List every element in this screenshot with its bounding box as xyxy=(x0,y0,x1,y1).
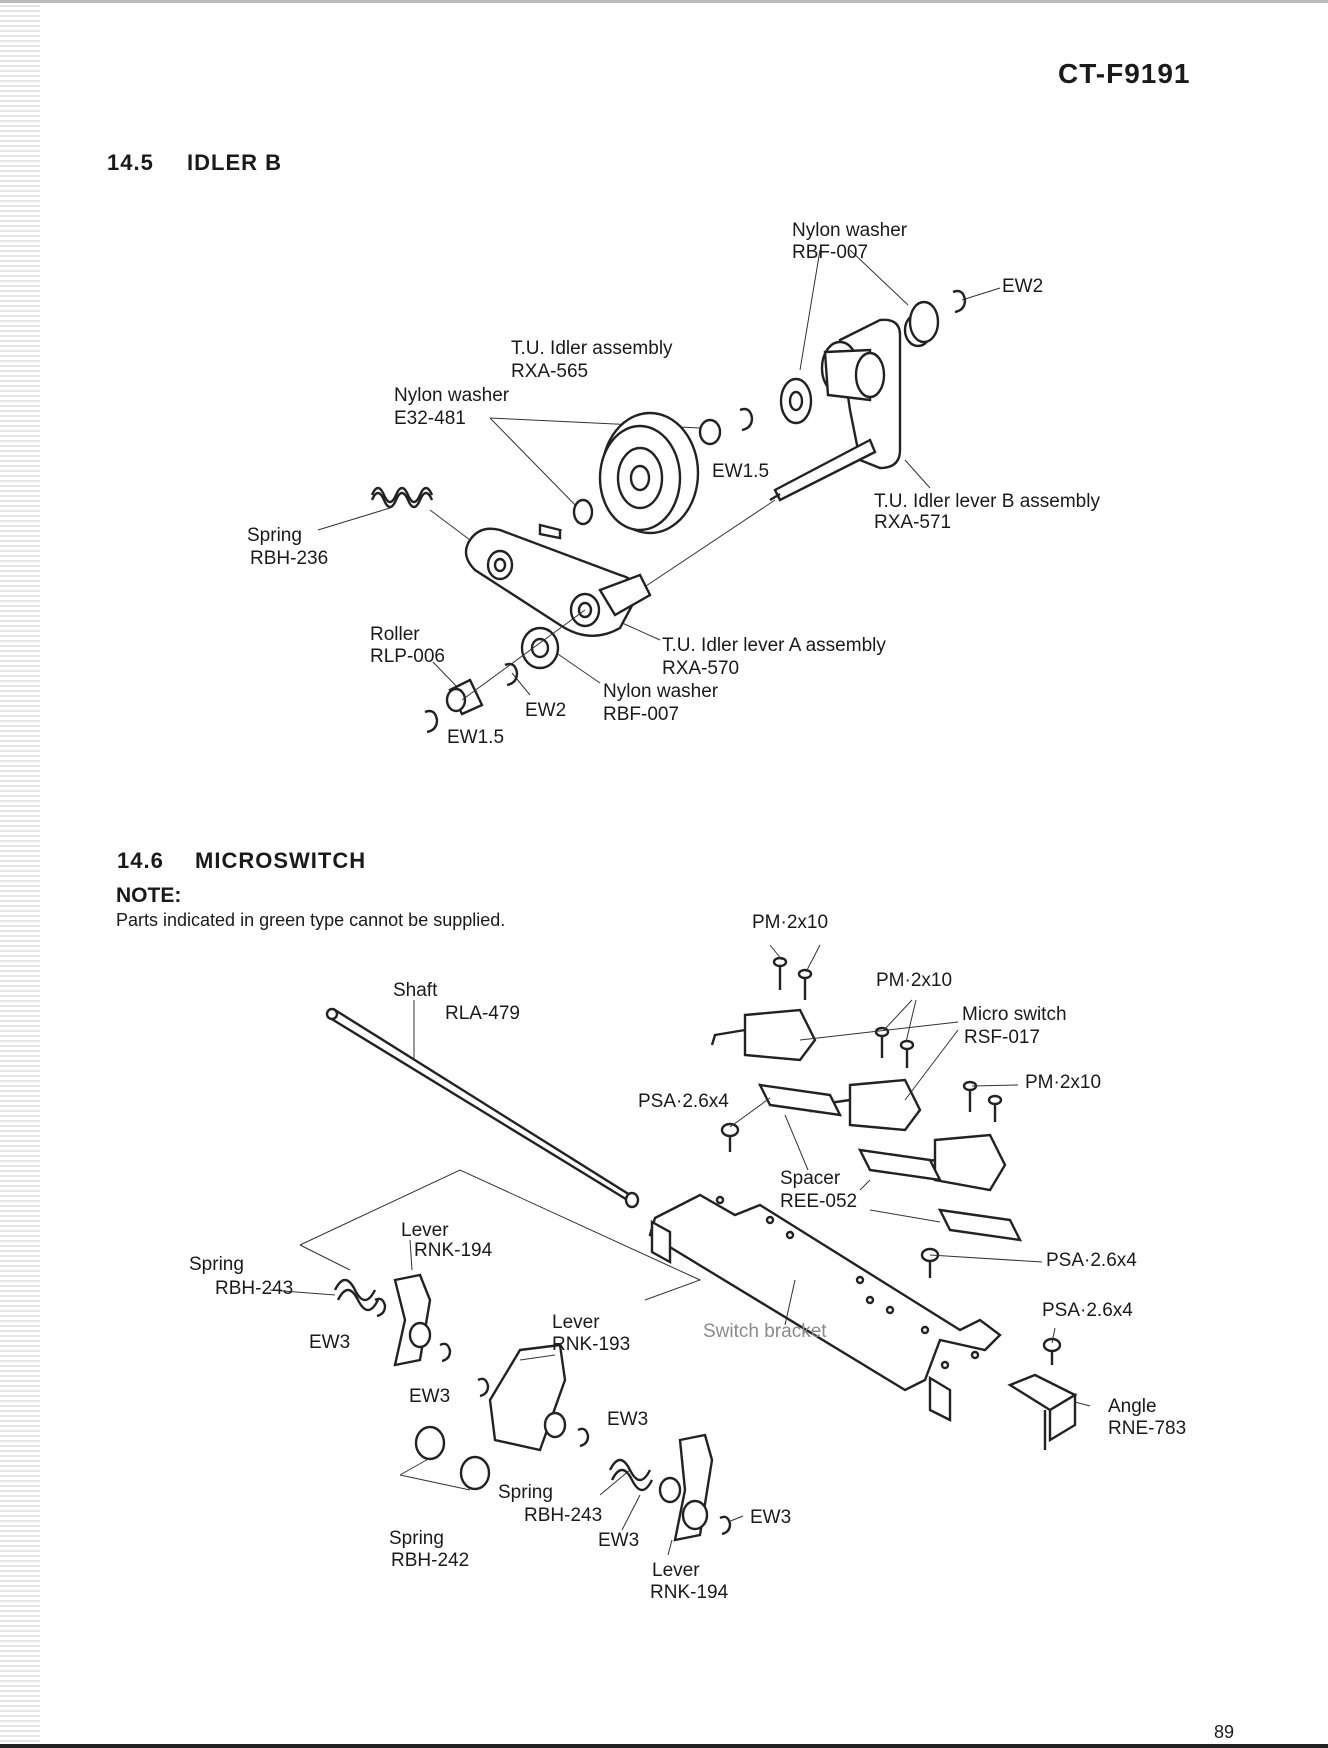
label-spring: Spring xyxy=(247,525,302,546)
label-ew2-top: EW2 xyxy=(1002,276,1044,297)
label-spring-bottom: Spring xyxy=(389,1528,444,1549)
label-rsf-017: RSF-017 xyxy=(964,1027,1041,1048)
label-tu-idler-assembly: T.U. Idler assembly xyxy=(511,338,673,359)
label-pm-2x10-mid: PM·2x10 xyxy=(876,970,953,991)
label-ew1-5-bottom: EW1.5 xyxy=(447,727,505,748)
micro-switch-rsf-017 xyxy=(710,1008,1007,1192)
label-angle: Angle xyxy=(1108,1396,1157,1417)
label-nylon-washer-left: Nylon washer xyxy=(394,385,510,406)
label-nylon-washer-bottom: Nylon washer xyxy=(603,681,719,702)
label-e32-481: E32-481 xyxy=(394,408,466,429)
label-rxa-565: RXA-565 xyxy=(511,361,589,382)
screws xyxy=(720,956,1062,1365)
note-text: Parts indicated in green type cannot be … xyxy=(116,910,506,930)
section-14-5-heading: 14.5 IDLER B xyxy=(107,150,282,176)
label-ew3-b: EW3 xyxy=(409,1386,451,1407)
shaft-rla-479 xyxy=(325,1007,640,1209)
label-spring-left: Spring xyxy=(189,1254,244,1275)
label-rbh-242: RBH-242 xyxy=(391,1550,470,1571)
label-tu-idler-lever-a: T.U. Idler lever A assembly xyxy=(662,635,886,656)
label-rbh-243-left: RBH-243 xyxy=(215,1278,294,1299)
label-rnk-193: RNK-193 xyxy=(552,1334,631,1355)
lever-assembly xyxy=(333,1273,732,1542)
label-psa-2-6x4-right: PSA·2.6x4 xyxy=(1046,1250,1137,1271)
model-number: CT-F9191 xyxy=(1058,58,1191,89)
label-lever-bottom: Lever xyxy=(652,1560,700,1581)
label-ew2-bottom: EW2 xyxy=(525,700,567,721)
label-shaft: Shaft xyxy=(393,980,438,1001)
label-ew3-a: EW3 xyxy=(309,1332,351,1353)
angle-rne-783 xyxy=(1007,1373,1078,1450)
label-rbf-007-bottom: RBF-007 xyxy=(603,704,680,725)
scan-bottom-edge xyxy=(0,1744,1328,1748)
label-rxa-570: RXA-570 xyxy=(662,658,740,679)
label-ew3-d: EW3 xyxy=(750,1507,792,1528)
label-micro-switch: Micro switch xyxy=(962,1004,1067,1025)
label-rxa-571: RXA-571 xyxy=(874,512,952,533)
spacer-ree-052 xyxy=(757,1083,1023,1242)
label-rbh-243-mid: RBH-243 xyxy=(524,1505,603,1526)
label-psa-2-6x4-angle: PSA·2.6x4 xyxy=(1042,1300,1133,1321)
label-rla-479: RLA-479 xyxy=(445,1003,520,1024)
label-rbf-007-top: RBF-007 xyxy=(792,242,869,263)
label-rlp-006: RLP-006 xyxy=(370,646,445,667)
label-rne-783: RNE-783 xyxy=(1108,1418,1187,1439)
microswitch-drawing xyxy=(269,944,1091,1556)
section-14-6-heading: 14.6 MICROSWITCH xyxy=(117,848,366,874)
label-rbh-236: RBH-236 xyxy=(250,548,329,569)
note-heading: NOTE: xyxy=(116,884,182,907)
label-lever-mid: Lever xyxy=(552,1312,600,1333)
label-tu-idler-lever-b: T.U. Idler lever B assembly xyxy=(874,491,1100,512)
label-ree-052: REE-052 xyxy=(780,1191,858,1212)
page-number: 89 xyxy=(1214,1722,1235,1742)
spring-rbh-236 xyxy=(370,486,471,541)
label-ew3-e: EW3 xyxy=(598,1530,640,1551)
idler-b-drawing xyxy=(317,249,1001,734)
label-switch-bracket: Switch bracket xyxy=(703,1321,827,1342)
label-lever-top: Lever xyxy=(401,1220,449,1241)
label-pm-2x10-top: PM·2x10 xyxy=(752,912,829,933)
switch-bracket xyxy=(648,1193,1002,1422)
label-pm-2x10-right: PM·2x10 xyxy=(1025,1072,1102,1093)
section-number: 14.5 xyxy=(107,150,154,175)
label-ew3-c: EW3 xyxy=(607,1409,649,1430)
label-rnk-194-bottom: RNK-194 xyxy=(650,1582,729,1603)
label-roller: Roller xyxy=(370,624,420,645)
section-title: IDLER B xyxy=(187,150,282,175)
section-number: 14.6 xyxy=(117,848,164,873)
label-rnk-194-top: RNK-194 xyxy=(414,1240,493,1261)
label-psa-2-6x4-left: PSA·2.6x4 xyxy=(638,1091,729,1112)
scan-edge-texture xyxy=(0,0,40,1748)
label-ew1-5-mid: EW1.5 xyxy=(712,461,770,482)
label-nylon-washer-top: Nylon washer xyxy=(792,220,908,241)
label-spacer: Spacer xyxy=(780,1168,841,1189)
scan-top-edge xyxy=(0,0,1328,3)
label-spring-mid: Spring xyxy=(498,1482,553,1503)
section-title: MICROSWITCH xyxy=(195,848,367,873)
